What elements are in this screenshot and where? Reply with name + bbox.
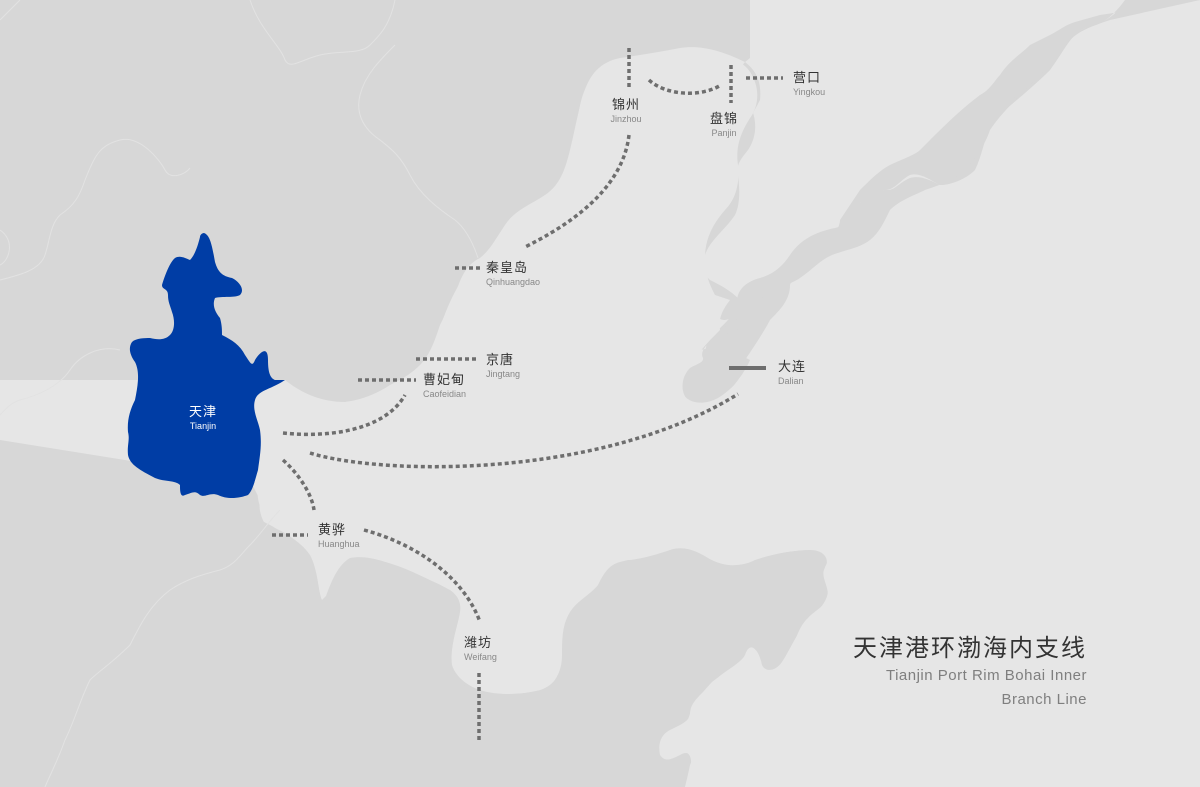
label-zh: 盘锦 bbox=[709, 112, 739, 127]
label-qinhuangdao: 秦皇岛 Qinhuangdao bbox=[486, 262, 540, 287]
route-tianjin-caofeidian bbox=[282, 394, 407, 437]
label-en: Dalian bbox=[778, 376, 804, 386]
label-zh: 黄骅 bbox=[318, 523, 347, 538]
map-title: 天津港环渤海内支线 Tianjin Port Rim Bohai Inner B… bbox=[853, 633, 1087, 711]
label-jinzhou: 锦州 Jinzhou bbox=[610, 99, 641, 124]
label-en: Caofeidian bbox=[423, 389, 467, 399]
route-tianjin-dalian bbox=[309, 392, 739, 469]
route-jinzhou-panjin bbox=[647, 78, 722, 95]
label-zh: 京唐 bbox=[486, 353, 515, 368]
label-zh: 秦皇岛 bbox=[486, 261, 529, 276]
land-liaodong bbox=[682, 0, 1200, 405]
label-weifang: 潍坊 Weifang bbox=[464, 637, 497, 662]
label-zh: 潍坊 bbox=[464, 636, 493, 651]
label-en: Tianjin bbox=[189, 421, 217, 431]
tianjin-region bbox=[127, 233, 286, 499]
label-en: Panjin bbox=[711, 128, 737, 138]
title-zh: 天津港环渤海内支线 bbox=[853, 634, 1087, 662]
label-zh: 大连 bbox=[778, 360, 807, 375]
label-dalian: 大连 Dalian bbox=[778, 361, 806, 386]
land-southwest bbox=[0, 440, 480, 787]
label-zh: 曹妃甸 bbox=[423, 373, 466, 388]
province-boundaries bbox=[0, 0, 479, 787]
label-zh: 天津 bbox=[188, 405, 218, 420]
title-en-line2: Branch Line bbox=[1001, 691, 1087, 708]
bohai-sea bbox=[256, 49, 1200, 787]
label-en: Jinzhou bbox=[610, 114, 642, 124]
title-en-line1: Tianjin Port Rim Bohai Inner bbox=[885, 667, 1087, 684]
label-en: Jingtang bbox=[486, 369, 521, 379]
label-panjin: 盘锦 Panjin bbox=[710, 113, 738, 138]
label-en: Qinhuangdao bbox=[486, 277, 541, 287]
label-tianjin: 天津 Tianjin bbox=[189, 406, 217, 431]
label-en: Weifang bbox=[464, 652, 497, 662]
label-caofeidian: 曹妃甸 Caofeidian bbox=[423, 374, 466, 399]
label-zh: 营口 bbox=[793, 71, 822, 86]
label-zh: 锦州 bbox=[611, 98, 640, 113]
label-huanghua: 黄骅 Huanghua bbox=[318, 524, 360, 549]
label-yingkou: 营口 Yingkou bbox=[793, 72, 825, 97]
label-en: Huanghua bbox=[318, 539, 360, 549]
label-jingtang: 京唐 Jingtang bbox=[486, 354, 520, 379]
label-en: Yingkou bbox=[793, 87, 826, 97]
routes bbox=[272, 48, 783, 742]
